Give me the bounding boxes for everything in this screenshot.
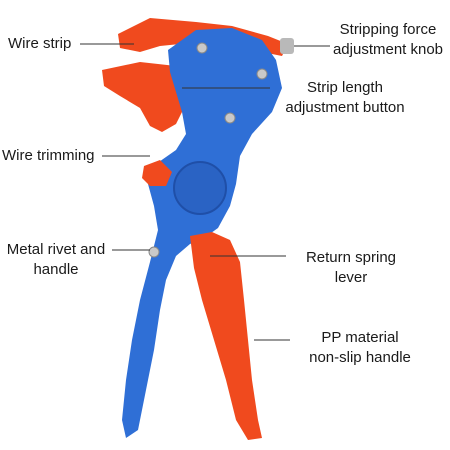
- label-stripping-force: Stripping force adjustment knob: [328, 20, 448, 60]
- wire-strip-text: Wire strip: [8, 35, 72, 52]
- orange-handle: [190, 232, 262, 440]
- rivet-4: [148, 246, 160, 258]
- wire-trimming-text: Wire trimming: [2, 147, 95, 164]
- return-spring-line1: Return spring: [305, 249, 397, 266]
- rivet-1: [196, 42, 208, 54]
- stripping-force-line1: Stripping force: [339, 21, 437, 38]
- pp-material-line2: non-slip handle: [309, 349, 411, 366]
- trimming-jaw: [142, 160, 172, 186]
- label-wire-trimming: Wire trimming: [2, 146, 95, 166]
- label-pp-material: PP material non-slip handle: [290, 328, 430, 368]
- force-knob: [280, 38, 294, 54]
- stripping-force-line2: adjustment knob: [332, 41, 444, 58]
- blue-body: [122, 28, 282, 438]
- metal-rivet-line2: handle: [33, 261, 79, 278]
- pp-material-line1: PP material: [321, 329, 399, 346]
- label-strip-length: Strip length adjustment button: [270, 78, 420, 118]
- strip-length-line2: adjustment button: [285, 99, 405, 116]
- label-metal-rivet: Metal rivet and handle: [0, 240, 112, 280]
- metal-rivet-line1: Metal rivet and: [6, 241, 106, 258]
- rivet-3: [224, 112, 236, 124]
- lower-jaw: [102, 62, 190, 132]
- label-wire-strip: Wire strip: [8, 34, 71, 54]
- label-return-spring: Return spring lever: [286, 248, 416, 288]
- pivot-hub: [173, 161, 227, 215]
- rivet-2: [256, 68, 268, 80]
- strip-length-line1: Strip length: [307, 79, 383, 96]
- return-spring-line2: lever: [334, 269, 368, 286]
